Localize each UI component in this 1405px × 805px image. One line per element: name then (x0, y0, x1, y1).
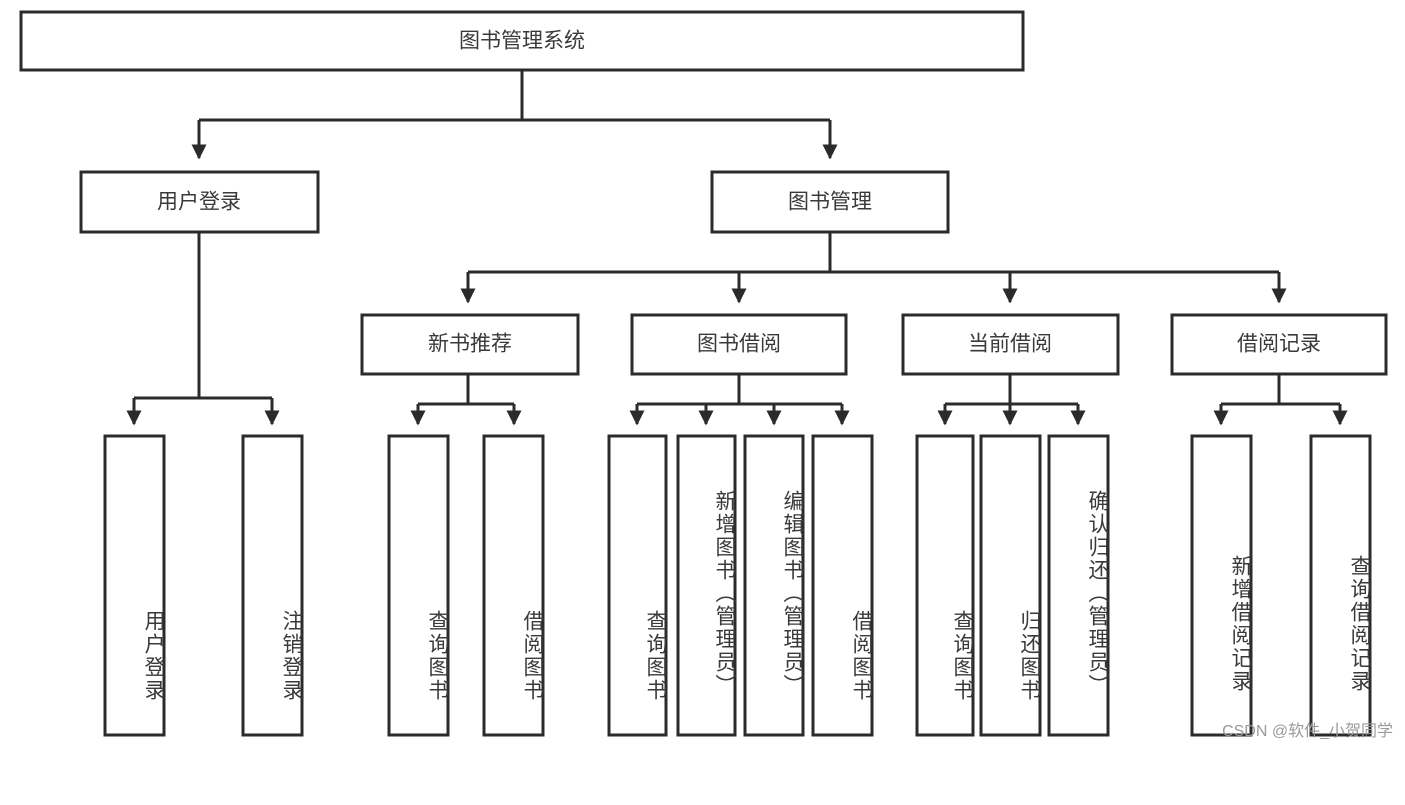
leaf-box-6[interactable] (676, 434, 737, 737)
label-current-borrow: 当前借阅 (968, 333, 1052, 356)
leaf-box-11[interactable] (1047, 434, 1110, 737)
node-box-root[interactable] (19, 10, 1025, 72)
leaf-box-8[interactable] (811, 434, 874, 737)
label-borrow-record: 借阅记录 (1237, 333, 1321, 356)
node-box-user-login[interactable] (79, 170, 320, 234)
leaf-box-13[interactable] (1309, 434, 1372, 737)
leaf-box-3[interactable] (387, 434, 450, 737)
watermark-text: CSDN @软件_小贺同学 (1222, 723, 1393, 740)
leaf-box-7[interactable] (743, 434, 805, 737)
label-book-borrow: 图书借阅 (697, 333, 781, 356)
leaf-box-10[interactable] (979, 434, 1042, 737)
label-root: 图书管理系统 (459, 30, 585, 53)
node-box-new-book-rec[interactable] (360, 313, 580, 376)
node-box-current-borrow[interactable] (901, 313, 1120, 376)
label-user-login: 用户登录 (157, 191, 241, 214)
label-book-manage: 图书管理 (788, 191, 872, 214)
diagram-canvas: 图书管理系统 用户登录 图书管理 新书推荐 图书借阅 当前借阅 借阅记录 (19, 10, 1388, 737)
leaf-box-9[interactable] (915, 434, 975, 737)
leaf-box-5[interactable] (607, 434, 668, 737)
leaf-box-4[interactable] (482, 434, 545, 737)
leaf-box-2[interactable] (241, 434, 304, 737)
leaf-box-12[interactable] (1190, 434, 1253, 737)
org-chart-diagram: 图书管理系统 用户登录 图书管理 新书推荐 图书借阅 当前借阅 借阅记录 用户登… (19, 10, 1393, 740)
label-new-book-rec: 新书推荐 (428, 333, 512, 356)
leaf-box-1[interactable] (103, 434, 166, 737)
